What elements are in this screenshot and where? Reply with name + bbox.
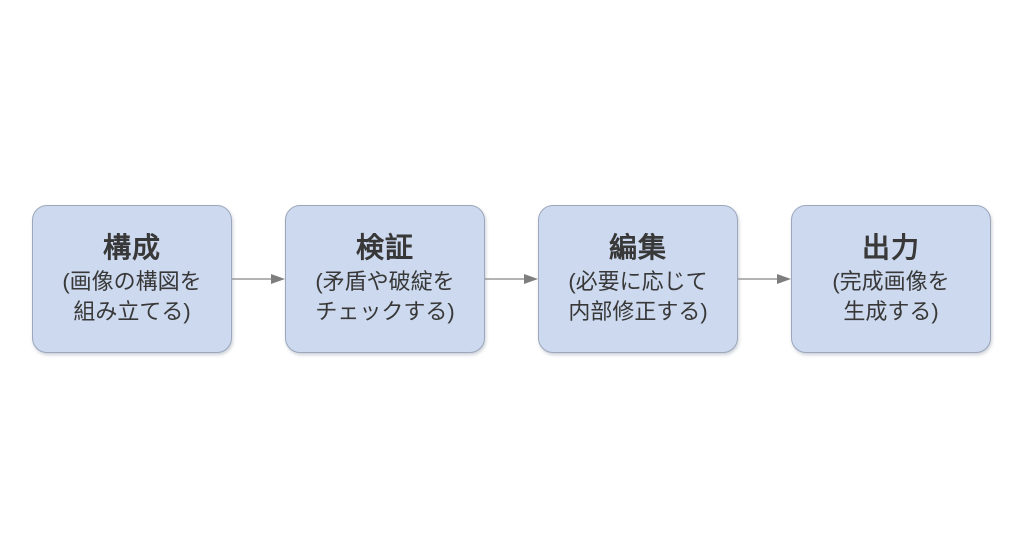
step-desc-line: 組み立てる) — [73, 299, 191, 324]
process-flow-row: 構成 (画像の構図を 組み立てる) 検証 (矛盾や破綻を チェックする) — [32, 205, 991, 353]
step-desc-line: (画像の構図を — [62, 269, 202, 294]
step-description: (矛盾や破綻を チェックする) — [315, 267, 454, 327]
arrow-connector-2 — [485, 272, 538, 286]
flow-step-shutsuryoku: 出力 (完成画像を 生成する) — [791, 205, 991, 353]
step-title: 出力 — [861, 232, 920, 263]
arrow-connector-3 — [738, 272, 791, 286]
step-title: 編集 — [608, 232, 667, 263]
step-desc-line: (必要に応じて — [568, 269, 708, 294]
arrow-right-icon — [738, 274, 791, 284]
arrow-right-icon — [232, 274, 285, 284]
step-desc-line: チェックする) — [315, 299, 455, 324]
flow-step-henshuu: 編集 (必要に応じて 内部修正する) — [538, 205, 738, 353]
flow-step-kousei: 構成 (画像の構図を 組み立てる) — [32, 205, 232, 353]
step-description: (画像の構図を 組み立てる) — [62, 267, 201, 327]
flow-step-kenshou: 検証 (矛盾や破綻を チェックする) — [285, 205, 485, 353]
arrow-connector-1 — [232, 272, 285, 286]
step-desc-line: 生成する) — [843, 299, 939, 324]
step-description: (必要に応じて 内部修正する) — [568, 267, 707, 327]
step-description: (完成画像を 生成する) — [832, 267, 949, 327]
step-title: 検証 — [355, 232, 414, 263]
step-desc-line: 内部修正する) — [568, 299, 708, 324]
step-desc-line: (完成画像を — [832, 269, 950, 294]
step-title: 構成 — [102, 232, 161, 263]
arrow-right-icon — [485, 274, 538, 284]
step-desc-line: (矛盾や破綻を — [315, 269, 455, 294]
